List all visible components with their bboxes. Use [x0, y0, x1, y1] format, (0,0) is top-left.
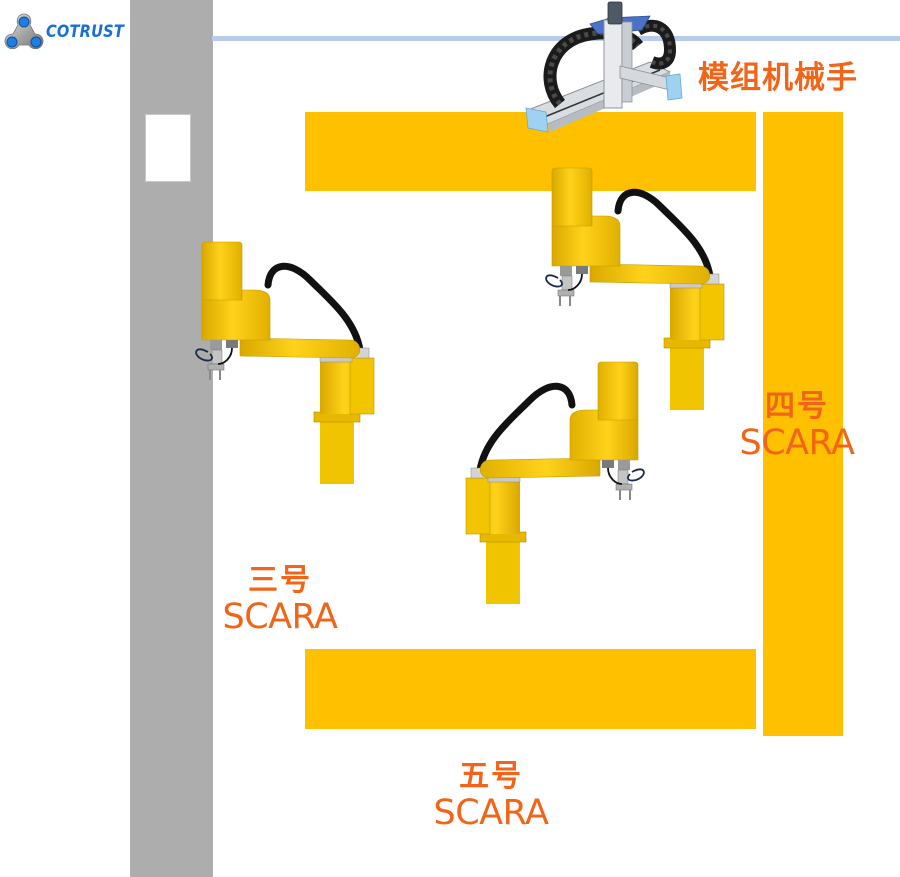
conveyor-bottom — [305, 649, 756, 729]
cotrust-chain-link-icon — [4, 13, 44, 50]
robot-label-cn: 五号 — [459, 759, 523, 794]
robot-label-cn: 四号 — [765, 389, 829, 424]
cotrust-logo: COTRUST — [2, 12, 137, 52]
wall-window — [145, 114, 191, 182]
header-divider — [212, 36, 900, 41]
brand-name: COTRUST — [46, 22, 124, 42]
robot-label-scara-3: 三号 SCARA — [205, 566, 355, 635]
robot-label-en: SCARA — [222, 597, 338, 637]
gantry-module-robot-image — [525, 1, 683, 133]
scara-robot-image — [460, 360, 640, 610]
robot-label-en: SCARA — [433, 793, 549, 833]
robot-label-cn: 三号 — [248, 563, 312, 598]
scara-robot-image — [190, 240, 370, 490]
module-robot-title: 模组机械手 — [698, 60, 858, 96]
robot-label-scara-4: 四号 SCARA — [722, 392, 872, 461]
robot-label-en: SCARA — [739, 423, 855, 463]
conveyor-right — [763, 112, 843, 736]
robot-label-scara-5: 五号 SCARA — [416, 762, 566, 831]
